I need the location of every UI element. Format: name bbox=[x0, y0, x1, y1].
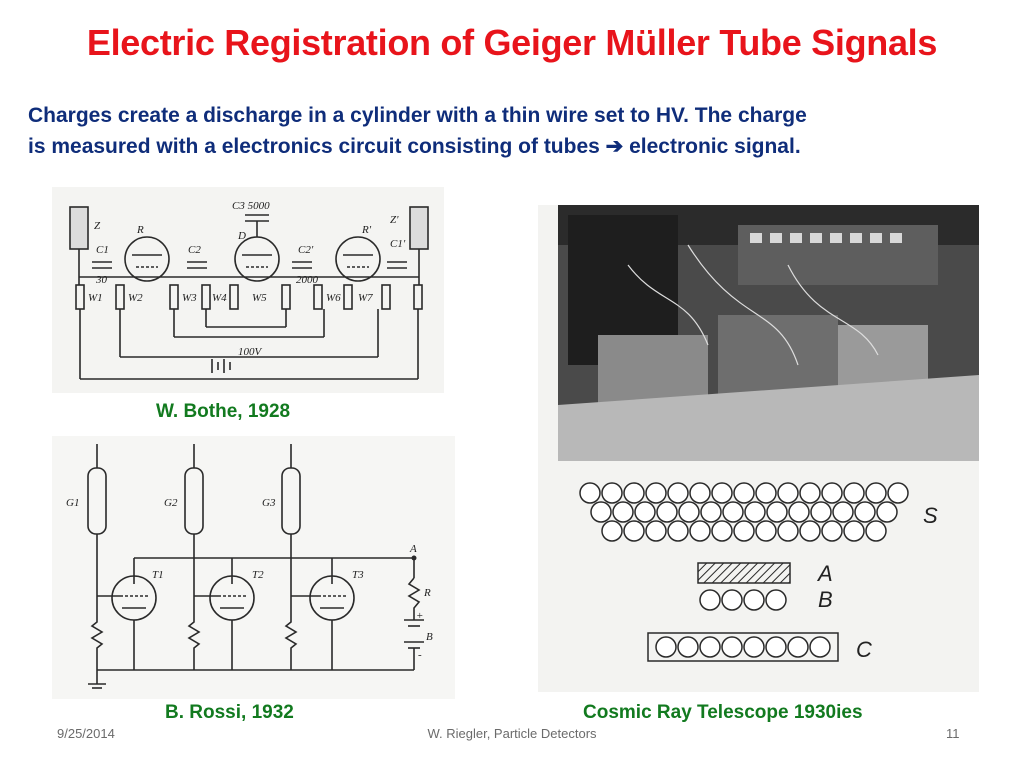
label-w7: W7 bbox=[358, 292, 373, 304]
label-c2-prime: C2' bbox=[298, 244, 314, 256]
caption-rossi: B. Rossi, 1932 bbox=[165, 702, 294, 723]
body-line-1: Charges create a discharge in a cylinder… bbox=[28, 104, 807, 127]
label-100v: 100V bbox=[238, 346, 263, 358]
slide-title: Electric Registration of Geiger Müller T… bbox=[86, 22, 938, 63]
label-t2: T2 bbox=[252, 569, 264, 581]
label-t3: T3 bbox=[352, 569, 364, 581]
body-line-2-end: electronic signal. bbox=[623, 135, 801, 158]
rossi-circuit-diagram: G1 G2 G3 T1 T2 T3 A R B + - bbox=[66, 444, 433, 689]
footer-page-number: 11 bbox=[946, 726, 960, 741]
body-line-2-start: is measured with a electronics circuit c… bbox=[28, 135, 606, 158]
label-s: S bbox=[923, 503, 938, 528]
footer-author: W. Riegler, Particle Detectors bbox=[427, 726, 597, 741]
caption-bothe: W. Bothe, 1928 bbox=[156, 401, 291, 422]
label-w1: W1 bbox=[88, 292, 103, 304]
label-2000: 2000 bbox=[296, 274, 319, 286]
cosmic-ray-telescope-figure: S A B C bbox=[538, 205, 979, 692]
label-a: A bbox=[409, 543, 417, 555]
label-g1: G1 bbox=[66, 497, 79, 509]
label-c: C bbox=[856, 637, 872, 662]
label-b: B bbox=[818, 587, 833, 612]
caption-telescope: Cosmic Ray Telescope 1930ies bbox=[583, 702, 863, 723]
label-z: Z bbox=[94, 220, 101, 232]
footer-date: 9/25/2014 bbox=[57, 726, 115, 741]
label-minus: - bbox=[418, 649, 422, 661]
label-30: 30 bbox=[95, 274, 108, 286]
telescope-diagram: S A B C bbox=[558, 205, 979, 662]
label-w3: W3 bbox=[182, 292, 197, 304]
bothe-circuit-diagram: Z Z' C1 C1' C2 C2' C3 5000 R D R' 30 200… bbox=[69, 200, 429, 380]
slide-body-text: Charges create a discharge in a cylinder… bbox=[28, 100, 998, 162]
label-g2: G2 bbox=[164, 497, 178, 509]
label-w2: W2 bbox=[128, 292, 143, 304]
label-b: B bbox=[426, 631, 433, 643]
label-r: R bbox=[423, 587, 431, 599]
label-w6: W6 bbox=[326, 292, 341, 304]
label-r: R bbox=[136, 224, 144, 236]
arrow-right-icon: ➔ bbox=[605, 135, 624, 158]
label-c2: C2 bbox=[188, 244, 201, 256]
label-g3: G3 bbox=[262, 497, 276, 509]
label-c1-prime: C1' bbox=[390, 238, 406, 250]
label-r-prime: R' bbox=[361, 224, 372, 236]
rossi-circuit-figure: G1 G2 G3 T1 T2 T3 A R B + - bbox=[52, 436, 455, 699]
label-w4: W4 bbox=[212, 292, 227, 304]
label-w5: W5 bbox=[252, 292, 267, 304]
label-d: D bbox=[237, 230, 246, 242]
bothe-circuit-figure: Z Z' C1 C1' C2 C2' C3 5000 R D R' 30 200… bbox=[52, 187, 444, 393]
label-plus: + bbox=[416, 610, 423, 622]
label-z-prime: Z' bbox=[390, 214, 399, 226]
label-t1: T1 bbox=[152, 569, 164, 581]
label-a: A bbox=[816, 561, 833, 586]
label-c1: C1 bbox=[96, 244, 109, 256]
label-c3: C3 5000 bbox=[232, 200, 270, 212]
